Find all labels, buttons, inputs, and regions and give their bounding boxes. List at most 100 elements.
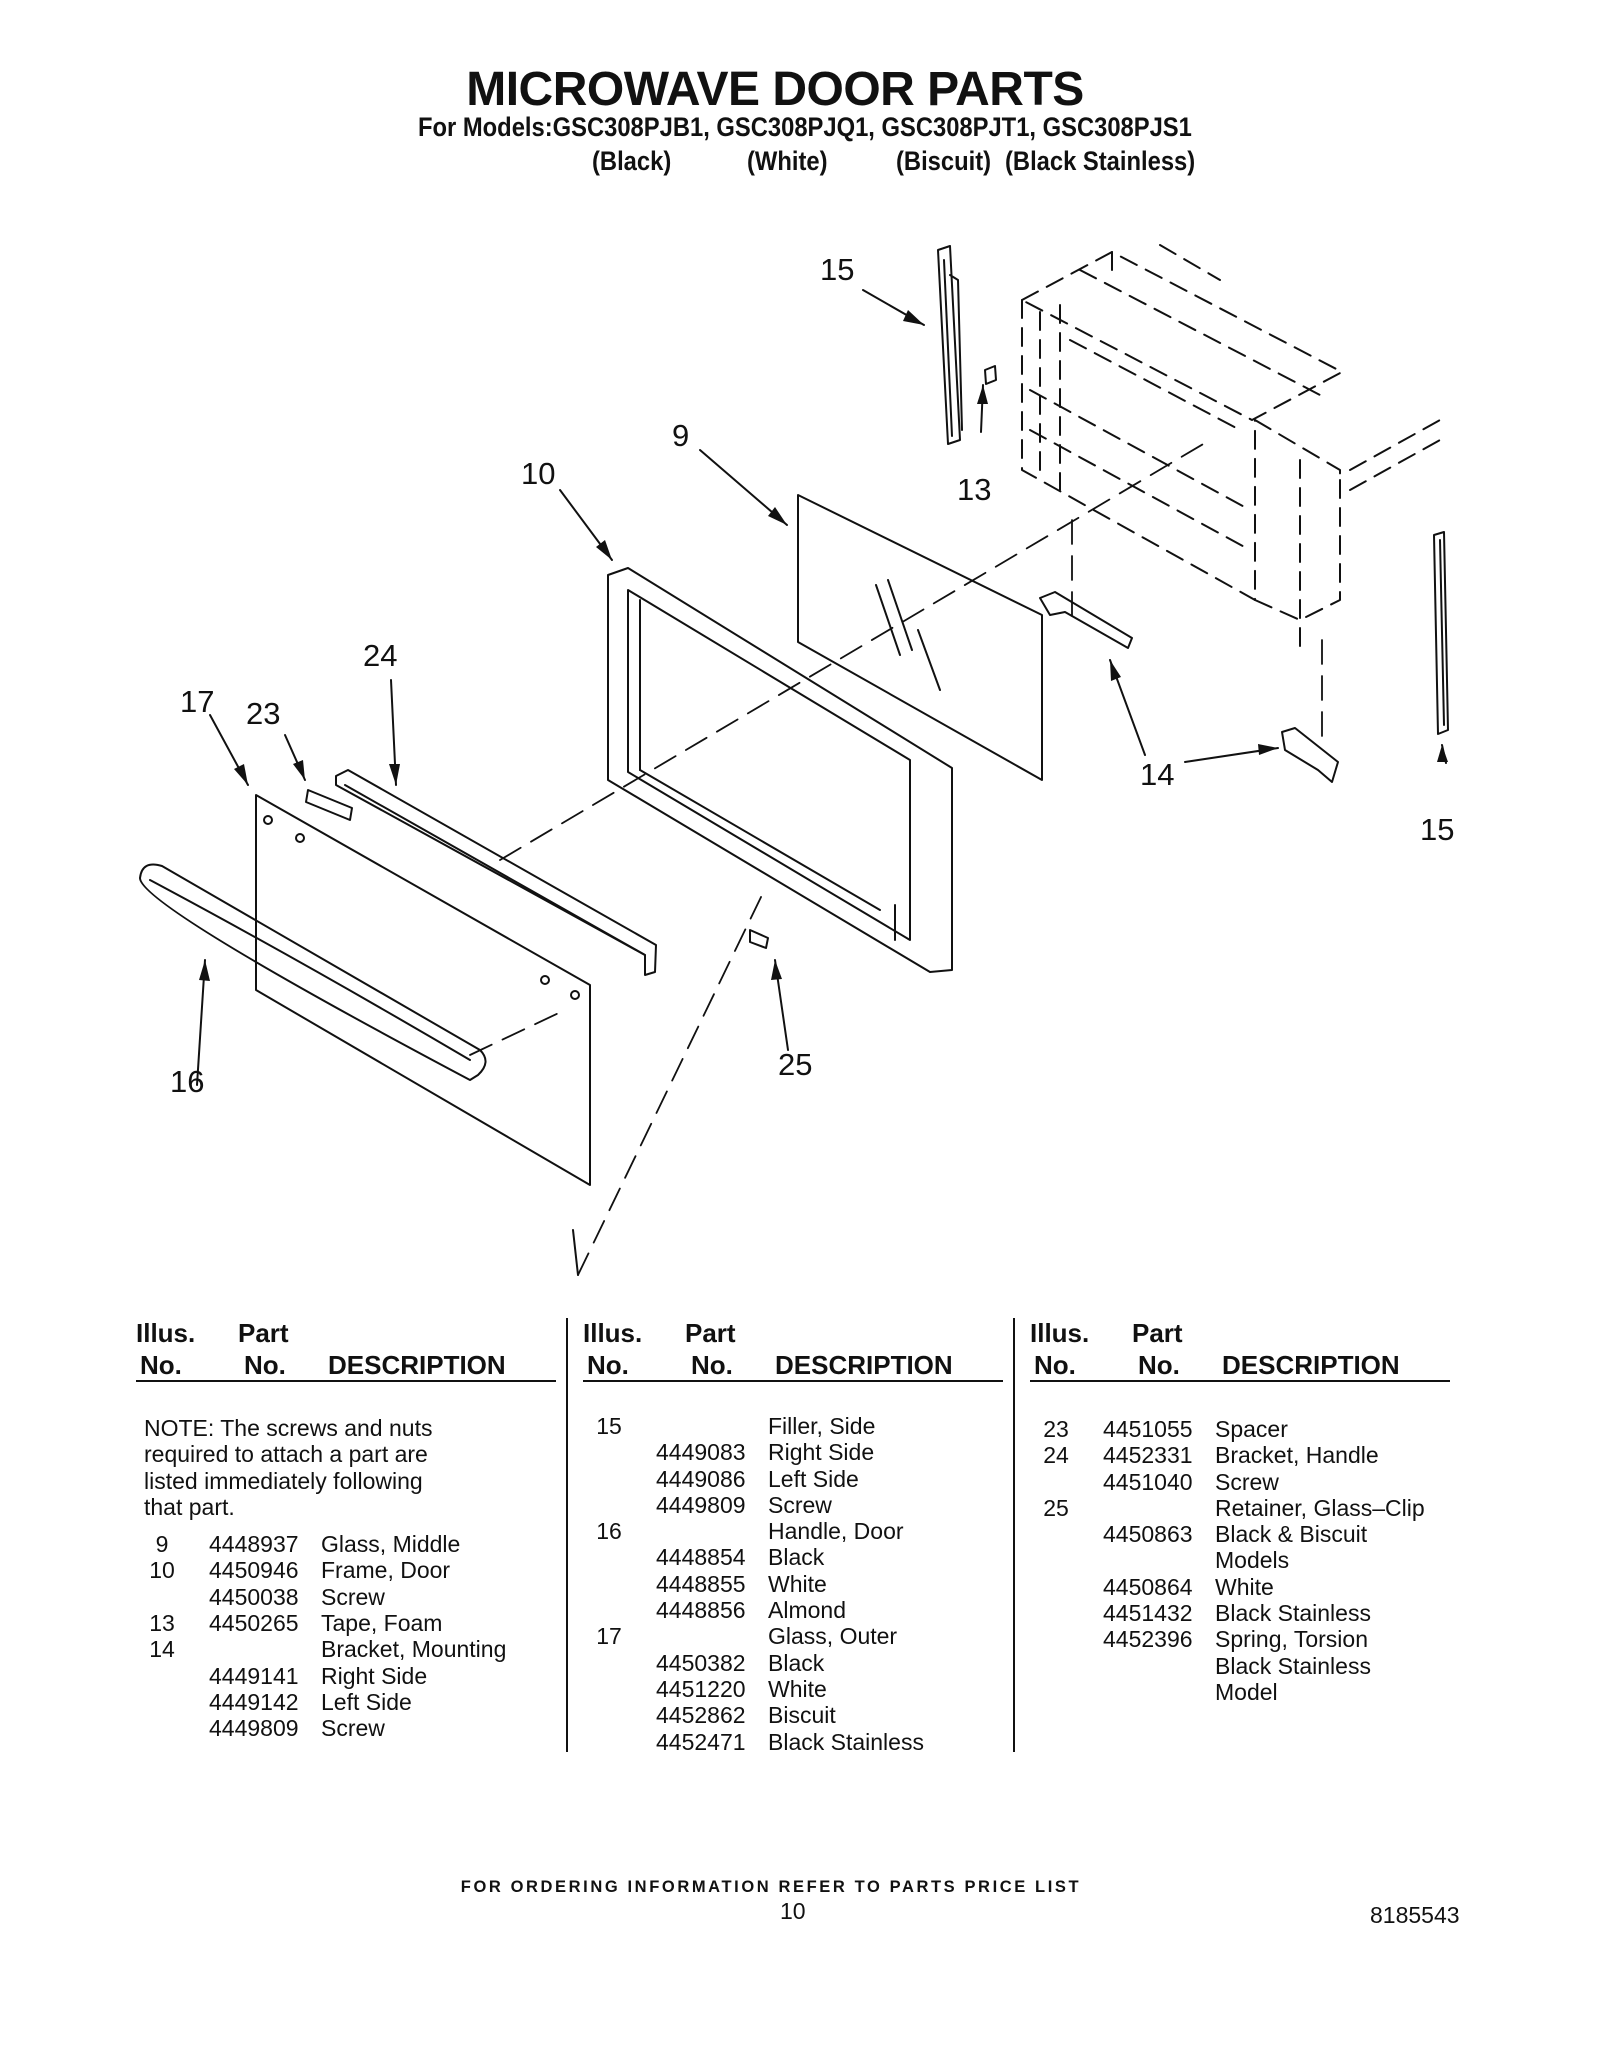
part-description: Almond [768, 1597, 846, 1624]
part-number: 4449083 [656, 1439, 746, 1466]
page-number: 10 [780, 1898, 806, 1924]
door-handle [139, 863, 487, 1081]
table-row: 4452862 Biscuit [583, 1702, 1003, 1728]
part-number: 4450038 [209, 1583, 299, 1610]
table-row: 4450382 Black [583, 1650, 1003, 1676]
part-description: Black [768, 1544, 825, 1571]
illus-number: 9 [155, 1531, 169, 1558]
part-description: Bracket, Handle [1215, 1442, 1379, 1469]
part-number: 4449141 [209, 1662, 299, 1689]
tape-foam [984, 365, 997, 385]
table-row: 24 4452331 Bracket, Handle [1030, 1442, 1450, 1468]
part-number: 4452862 [656, 1702, 746, 1729]
part-description: Models [1215, 1547, 1290, 1574]
filler-side-right [1433, 531, 1449, 735]
table-row: 4449809 Screw [583, 1492, 1003, 1518]
table-row: 15 Filler, Side [583, 1413, 1003, 1439]
part-number: 4450265 [209, 1610, 299, 1637]
illus-number: 16 [596, 1518, 622, 1545]
illus-number: 15 [596, 1413, 622, 1439]
table-row: 14 Bracket, Mounting [136, 1636, 556, 1662]
callout-15-top: 15 [820, 252, 854, 287]
callout-9: 9 [672, 418, 689, 453]
illus-number: 13 [149, 1610, 175, 1637]
part-description: Screw [321, 1583, 385, 1610]
ordering-note: FOR ORDERING INFORMATION REFER TO PARTS … [460, 1878, 1082, 1896]
callout-16: 16 [170, 1064, 204, 1099]
parts-column-2: Illus. No. Part No. DESCRIPTION 15 Filler… [583, 1318, 1003, 1755]
part-description: Black & Biscuit [1215, 1521, 1368, 1548]
color-label-biscuit: (Biscuit) [896, 146, 992, 176]
part-description: Black Stainless [1215, 1652, 1371, 1679]
color-label-black-stainless: (Black Stainless) [1005, 146, 1196, 176]
callout-23: 23 [246, 696, 280, 731]
illus-number: 23 [1043, 1416, 1069, 1442]
column-divider [566, 1318, 568, 1752]
part-number: 4449809 [656, 1491, 746, 1518]
part-number: 4449142 [209, 1688, 299, 1715]
cabinet-outline [1021, 244, 1441, 651]
part-description: Black Stainless [768, 1728, 924, 1755]
parts-column-1: Illus. No. Part No. DESCRIPTION NOTE: Th… [136, 1318, 556, 1742]
glass-clip [749, 929, 769, 949]
part-description: Bracket, Mounting [321, 1636, 507, 1663]
table-row: Black Stainless [1030, 1653, 1450, 1679]
part-description: Biscuit [768, 1702, 836, 1729]
column-divider [1013, 1318, 1015, 1752]
part-description: Frame, Door [321, 1557, 451, 1584]
part-number: 4450382 [656, 1649, 746, 1676]
callout-24: 24 [363, 638, 397, 673]
table-row: 4448854 Black [583, 1544, 1003, 1570]
part-description: Black [768, 1649, 825, 1676]
color-label-black: (Black) [592, 146, 672, 176]
part-description: White [768, 1675, 827, 1702]
callout-17: 17 [180, 684, 214, 719]
part-number: 4451040 [1103, 1468, 1193, 1495]
part-number: 4448855 [656, 1570, 746, 1597]
page-title: MICROWAVE DOOR PARTS [466, 63, 1084, 116]
part-number: 4452396 [1103, 1626, 1193, 1653]
part-number: 4450863 [1103, 1521, 1193, 1548]
model-colors: (Black) (White) (Biscuit) (Black Stainle… [0, 146, 1600, 180]
callout-13: 13 [957, 472, 991, 507]
table-row: Models [1030, 1547, 1450, 1573]
table-row: Model [1030, 1679, 1450, 1705]
part-number: 4449086 [656, 1465, 746, 1492]
part-description: Left Side [768, 1465, 859, 1492]
table-header: Illus. No. Part No. DESCRIPTION [583, 1318, 1003, 1382]
callout-15-right: 15 [1420, 812, 1454, 847]
part-description: Screw [768, 1491, 832, 1518]
illus-number: 10 [149, 1557, 175, 1584]
part-description: Glass, Middle [321, 1531, 461, 1558]
part-number: 4448854 [656, 1544, 746, 1571]
note-text: NOTE: The screws and nuts required to at… [144, 1415, 433, 1520]
table-row: 4450863 Black & Biscuit [1030, 1521, 1450, 1547]
table-header: Illus. No. Part No. DESCRIPTION [1030, 1318, 1450, 1382]
table-row: 4449086 Left Side [583, 1466, 1003, 1492]
table-row: 4450038 Screw [136, 1584, 556, 1610]
part-description: Filler, Side [768, 1413, 876, 1439]
part-description: Glass, Outer [768, 1623, 898, 1650]
illus-number: 24 [1043, 1442, 1069, 1469]
part-number: 4450946 [209, 1557, 299, 1584]
part-description: Spring, Torsion [1215, 1626, 1368, 1653]
part-number: 4451220 [656, 1675, 746, 1702]
part-description: White [1215, 1573, 1274, 1600]
part-number: 4452331 [1103, 1442, 1193, 1469]
illus-number: 14 [149, 1636, 175, 1663]
glass-outer [255, 794, 591, 1186]
